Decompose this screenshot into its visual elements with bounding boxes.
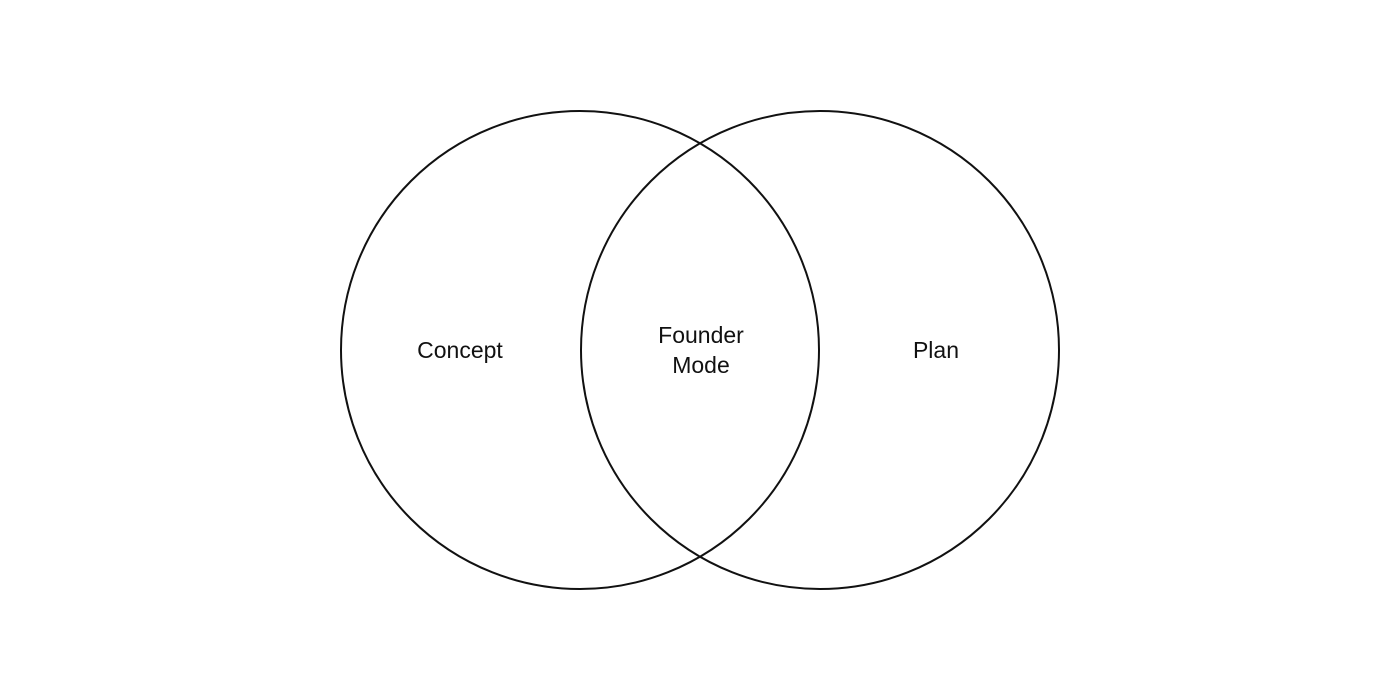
venn-circle-plan: [580, 110, 1060, 590]
set-label-concept: Concept: [417, 337, 503, 363]
set-label-plan: Plan: [913, 337, 959, 363]
intersection-label-line-2: Mode: [672, 352, 730, 378]
venn-circle-concept: [340, 110, 820, 590]
intersection-label-line-1: Founder: [658, 322, 744, 348]
